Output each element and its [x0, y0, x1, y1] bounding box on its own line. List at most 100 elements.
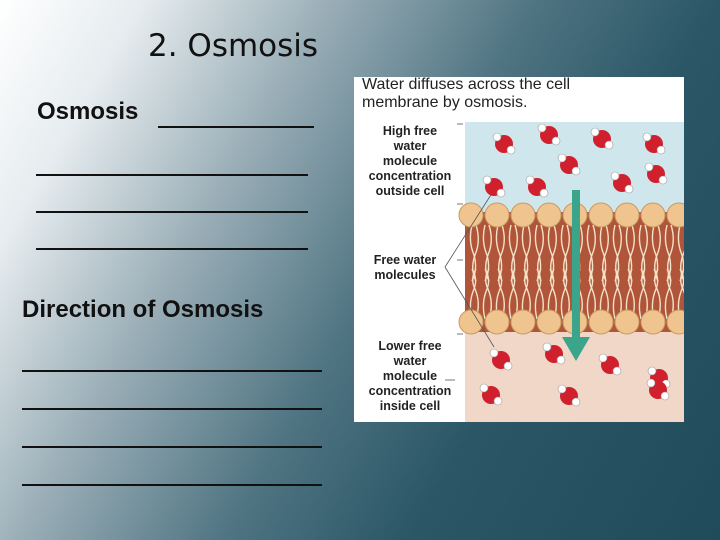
osmosis-label: Osmosis [37, 98, 146, 125]
hydrogen-atom [496, 188, 506, 198]
figure-caption: Water diffuses across the cell membrane … [362, 77, 570, 112]
label-free-water: Free water molecules [360, 253, 450, 283]
osmosis-blank-2 [36, 174, 308, 176]
hydrogen-atom [612, 366, 622, 376]
pointer-lines [444, 123, 495, 381]
label-high-concentration: High free water molecule concentration o… [360, 124, 460, 199]
lipid-head [666, 202, 684, 228]
hydrogen-atom [557, 384, 567, 394]
hydrogen-atom [482, 175, 492, 185]
high-line-5: outside cell [375, 184, 445, 198]
osmosis-blank-4 [36, 248, 308, 250]
hydrogen-atom [604, 140, 614, 150]
membrane-illustration [444, 122, 684, 422]
hydrogen-atom [624, 184, 634, 194]
lipid-tail [615, 268, 622, 320]
water-molecule [610, 171, 634, 194]
lipid-tail [550, 268, 557, 320]
lower-line-3: molecule [382, 369, 438, 383]
arrow-shaft [572, 190, 580, 340]
lipid-tail [563, 268, 570, 320]
direction-label: Direction of Osmosis [22, 296, 264, 323]
lipid-head [614, 309, 640, 335]
lipid-head [510, 202, 536, 228]
osmosis-blank-3 [36, 211, 308, 213]
lipid-tail [511, 268, 518, 320]
lipid-head [588, 309, 614, 335]
high-line-1: High free [382, 124, 438, 138]
lipid-tail [664, 268, 672, 320]
lipid-tail [472, 268, 479, 320]
hydrogen-atom [658, 175, 668, 185]
hydrogen-atom [479, 383, 489, 393]
lipid-head [640, 202, 666, 228]
lipid-tail [638, 268, 646, 320]
hydrogen-atom [598, 353, 608, 363]
lipid-tail [667, 268, 674, 320]
caption-line-2: membrane by osmosis. [362, 94, 528, 111]
hydrogen-atom [542, 342, 552, 352]
hydrogen-atom [503, 361, 513, 371]
lipid-tail [612, 268, 620, 320]
pointer-line [444, 266, 495, 348]
high-line-3: molecule [382, 154, 438, 168]
water-molecule [644, 162, 668, 185]
water-molecule [557, 153, 581, 176]
caption-line-1: Water diffuses across the cell [362, 77, 571, 93]
lipid-tail [602, 268, 609, 320]
high-line-4: concentration [368, 169, 452, 183]
lipid-head [458, 309, 484, 335]
lipid-head [614, 202, 640, 228]
lower-line-2: water [393, 354, 427, 368]
free-line-2: molecules [374, 268, 436, 282]
lipid-tail [628, 268, 635, 320]
lipid-head [484, 202, 510, 228]
lipid-tail [589, 268, 596, 320]
hydrogen-atom [506, 145, 516, 155]
hydrogen-atom [539, 188, 549, 198]
osmosis-direction-arrow [562, 190, 590, 361]
lipid-tail [680, 268, 684, 319]
hydrogen-atom [571, 166, 581, 176]
water-molecule [482, 175, 506, 198]
hydrogen-atom [557, 153, 567, 163]
pointer-line [444, 189, 495, 268]
lower-line-1: Lower free [378, 339, 442, 353]
water-molecule [492, 132, 516, 155]
lower-line-5: inside cell [379, 399, 441, 413]
lipid-tail [534, 268, 542, 320]
water-molecule [489, 348, 513, 371]
hydrogen-atom [644, 162, 654, 172]
osmosis-figure: Water diffuses across the cell membrane … [354, 77, 684, 422]
osmosis-blank-1 [158, 126, 314, 128]
lipid-head [666, 309, 684, 335]
hydrogen-atom [492, 132, 502, 142]
lipid-tail [508, 268, 516, 320]
water-molecule [537, 123, 561, 146]
direction-blank-2 [22, 408, 322, 410]
water-molecule [557, 384, 581, 407]
lipid-tail [524, 268, 531, 320]
hydrogen-atom [556, 355, 566, 365]
hydrogen-atom [590, 127, 600, 137]
lipid-head [640, 309, 666, 335]
hydrogen-atom [660, 391, 670, 401]
lipid-tail [586, 268, 594, 320]
water-molecule [642, 132, 666, 155]
water-molecule [525, 175, 549, 198]
slide-title: 2. Osmosis [148, 28, 319, 64]
hydrogen-atom [493, 396, 503, 406]
lipid-tail [537, 268, 544, 320]
lower-line-4: concentration [368, 384, 452, 398]
direction-blank-3 [22, 446, 322, 448]
hydrogen-atom [646, 378, 656, 388]
hydrogen-atom [551, 136, 561, 146]
high-line-2: water [393, 139, 427, 153]
hydrogen-atom [610, 171, 620, 181]
lipid-tail [641, 268, 648, 320]
lipid-bilayer [458, 202, 684, 335]
hydrogen-atom [642, 132, 652, 142]
lipid-head [510, 309, 536, 335]
lipid-head [588, 202, 614, 228]
hydrogen-atom [489, 348, 499, 358]
